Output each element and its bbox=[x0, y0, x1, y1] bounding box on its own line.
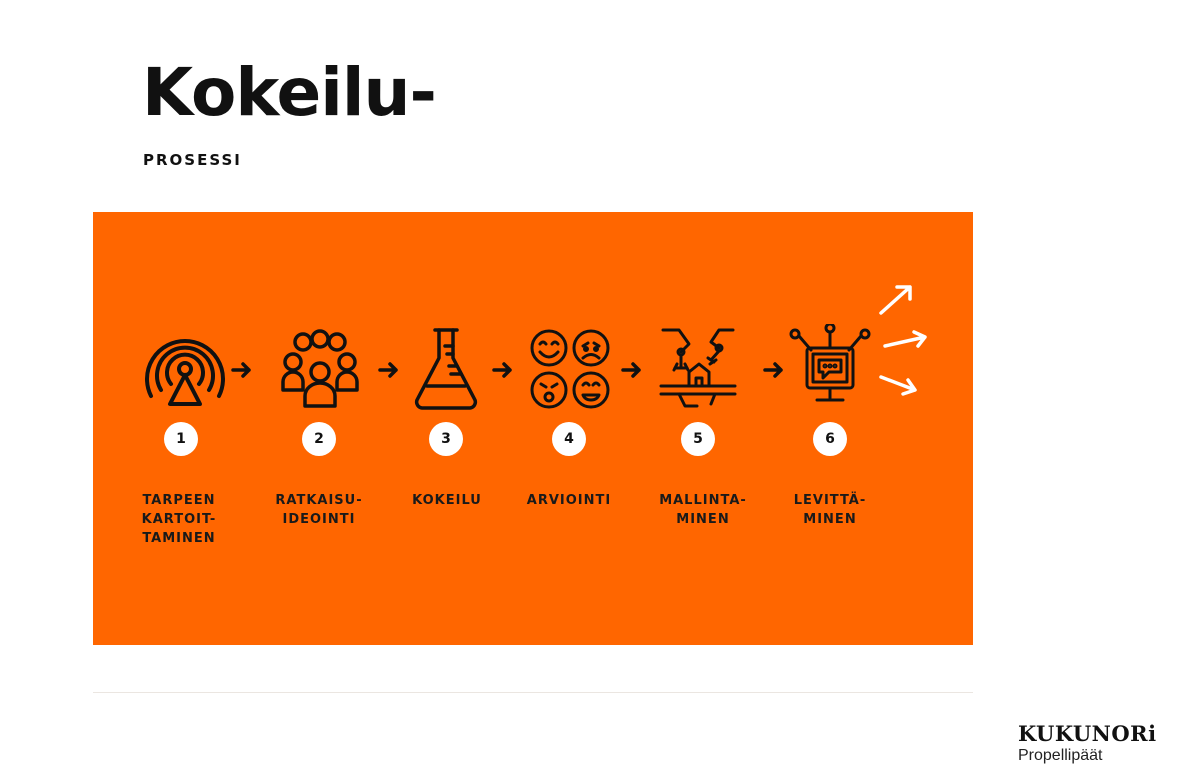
lab-flask-icon bbox=[401, 324, 491, 414]
page-subtitle: PROSESSI bbox=[143, 151, 242, 169]
step-number-badge: 2 bbox=[302, 422, 336, 456]
logo-tagline: Propellipäät bbox=[1018, 747, 1103, 764]
step-number-badge: 3 bbox=[429, 422, 463, 456]
process-panel: 1 2 3 4 5 6 TARPEEN KARTOIT- TAMINEN RAT… bbox=[93, 212, 973, 645]
broadcast-signal-icon bbox=[140, 324, 230, 414]
step-label: KOKEILU bbox=[412, 493, 482, 508]
emotion-faces-icon bbox=[525, 324, 615, 414]
step-arrow bbox=[230, 360, 254, 380]
step-arrow bbox=[762, 360, 786, 380]
connected-screen-icon bbox=[785, 324, 875, 414]
step-label: RATKAISU- IDEOINTI bbox=[275, 493, 363, 527]
logo: KUKUNORi bbox=[1018, 721, 1157, 746]
robot-arms-house-icon bbox=[653, 324, 743, 414]
step-number-badge: 5 bbox=[681, 422, 715, 456]
step-number-badge: 4 bbox=[552, 422, 586, 456]
step-arrow bbox=[620, 360, 644, 380]
page-title: Kokeilu- bbox=[142, 54, 437, 131]
step-label: MALLINTA- MINEN bbox=[659, 493, 747, 527]
step-arrow bbox=[491, 360, 515, 380]
step-arrow bbox=[377, 360, 401, 380]
step-number-badge: 6 bbox=[813, 422, 847, 456]
step-number-badge: 1 bbox=[164, 422, 198, 456]
divider bbox=[93, 692, 973, 693]
spread-arrows-icon bbox=[873, 277, 953, 402]
step-label: LEVITTÄ- MINEN bbox=[793, 493, 867, 527]
step-label: TARPEEN KARTOIT- TAMINEN bbox=[141, 493, 217, 546]
group-of-people-icon bbox=[275, 324, 365, 414]
step-label: ARVIOINTI bbox=[526, 493, 612, 508]
